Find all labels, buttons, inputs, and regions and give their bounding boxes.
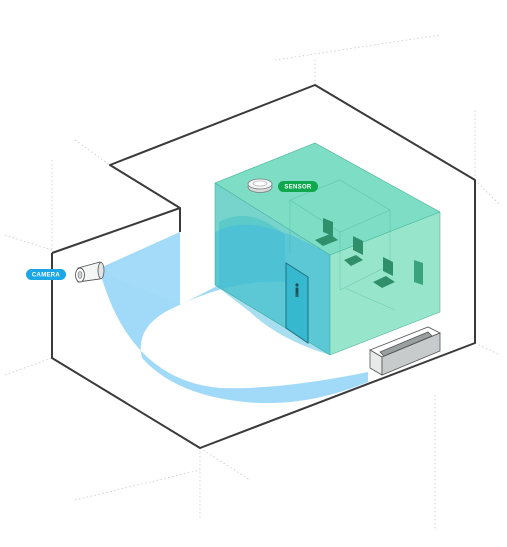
sensor-badge: SENSOR bbox=[278, 181, 318, 192]
camera-field-floor bbox=[100, 232, 180, 305]
room-outline bbox=[51, 84, 476, 449]
camera-badge: CAMERA bbox=[26, 269, 66, 280]
sensor-label: SENSOR bbox=[284, 185, 312, 191]
guide-lines bbox=[4, 34, 501, 530]
person-icon bbox=[295, 283, 299, 297]
sensor-volume bbox=[214, 142, 441, 356]
camera-label: CAMERA bbox=[32, 273, 60, 279]
furniture bbox=[315, 218, 423, 288]
ceiling-sensor-icon bbox=[247, 178, 273, 193]
camera-icon bbox=[75, 261, 105, 283]
radiator bbox=[369, 326, 441, 376]
door bbox=[285, 262, 309, 344]
